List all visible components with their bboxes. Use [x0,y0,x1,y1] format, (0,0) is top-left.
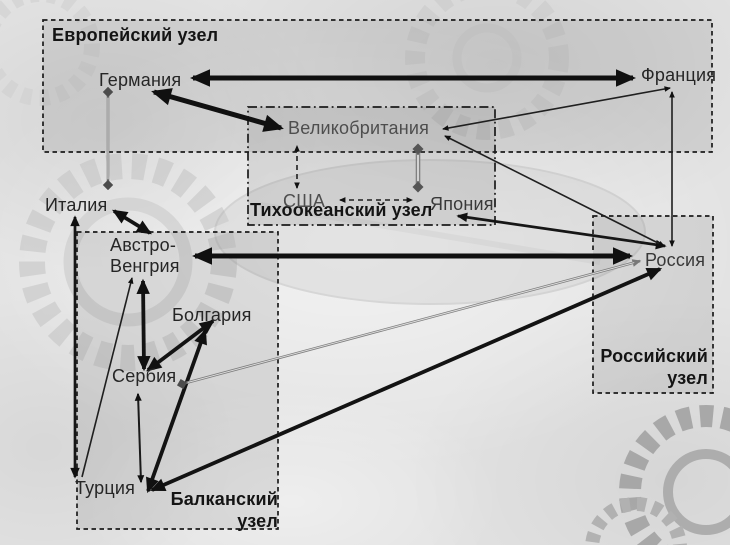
edge-italy-austria [112,209,152,235]
edge-germany-uk [151,88,284,132]
node-france: Франция [641,65,717,85]
gear-icon [619,405,730,545]
gear-icon [663,449,730,535]
edge-turkey-austria [81,277,134,478]
node-austria: Австро- Венгрия [110,235,180,276]
node-russia: Россия [645,250,706,270]
edge-austria-serbia [136,278,151,372]
node-usa: США [283,191,326,211]
node-turkey: Турция [75,478,136,498]
node-serbia: Сербия [112,366,177,386]
edge-uk-russia [444,135,665,247]
node-japan: Япония [430,194,494,214]
group-title-european: Европейский узел [52,25,219,45]
node-uk: Великобритания [288,118,430,138]
group-title-balkan: Балканский узел [170,489,278,531]
node-bulgaria: Болгария [172,305,252,325]
node-italy: Италия [45,195,108,215]
gear-icon [0,0,100,106]
edge-serbia-turkey [134,392,145,484]
node-germany: Германия [99,70,182,90]
group-title-pacific: Тихоокеанский узел [250,200,433,220]
group-title-russian: Российский узел [600,346,708,388]
edge-uk-france [442,86,671,131]
